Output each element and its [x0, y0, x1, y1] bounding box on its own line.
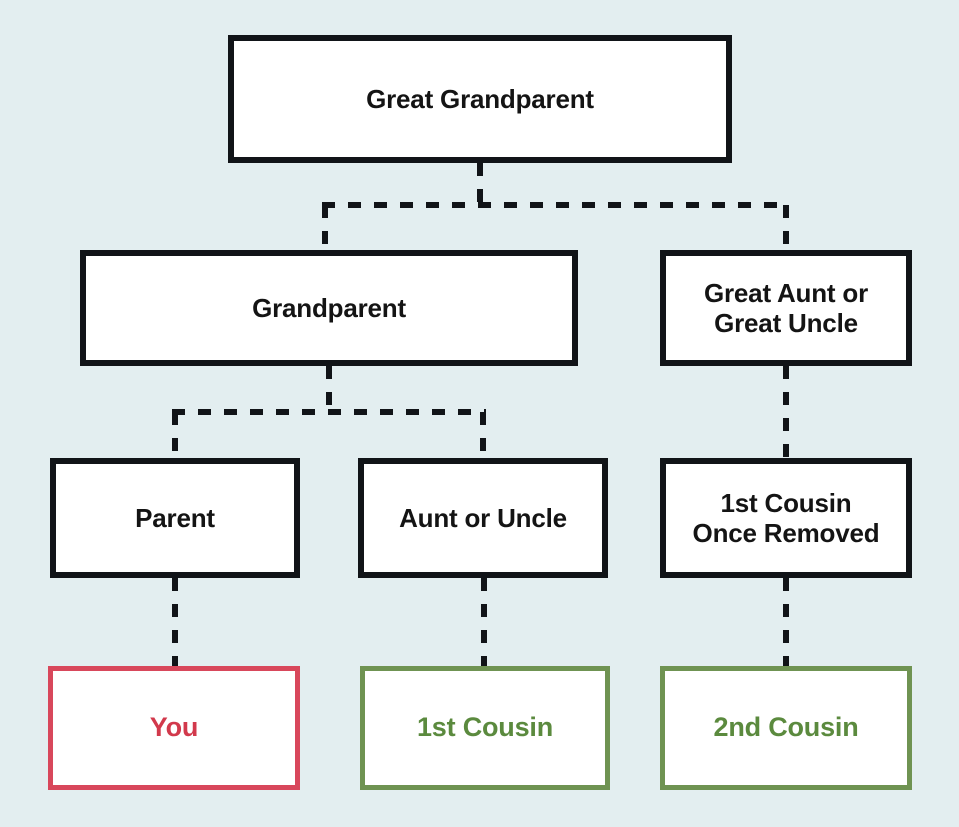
node-great-aunt-uncle[interactable]: Great Aunt or Great Uncle [660, 250, 912, 366]
node-great-aunt-uncle-label: Great Aunt or Great Uncle [704, 278, 868, 338]
node-first-cousin-label: 1st Cousin [416, 712, 554, 743]
node-second-cousin[interactable]: 2nd Cousin [660, 666, 912, 790]
node-great-grandparent-label: Great Grandparent [366, 83, 594, 114]
node-first-cousin-once-removed-label-line1: 1st Cousin [720, 487, 852, 518]
node-first-cousin-once-removed[interactable]: 1st Cousin Once Removed [660, 458, 912, 578]
node-parent-label: Parent [135, 502, 215, 533]
node-parent[interactable]: Parent [50, 458, 300, 578]
node-first-cousin-once-removed-label: 1st Cousin Once Removed [693, 488, 880, 548]
node-you-label: You [149, 712, 199, 743]
node-aunt-uncle-label: Aunt or Uncle [399, 502, 567, 533]
node-great-aunt-uncle-label-line2: Great Uncle [714, 308, 858, 338]
node-grandparent[interactable]: Grandparent [80, 250, 578, 366]
node-grandparent-label: Grandparent [252, 292, 406, 323]
node-first-cousin[interactable]: 1st Cousin [360, 666, 610, 790]
node-you[interactable]: You [48, 666, 300, 790]
node-great-grandparent[interactable]: Great Grandparent [228, 35, 732, 163]
node-aunt-uncle[interactable]: Aunt or Uncle [358, 458, 608, 578]
node-second-cousin-label: 2nd Cousin [713, 712, 859, 743]
node-first-cousin-once-removed-label-line2: Once Removed [692, 518, 880, 548]
node-great-aunt-uncle-label-line1: Great Aunt or [703, 277, 868, 308]
